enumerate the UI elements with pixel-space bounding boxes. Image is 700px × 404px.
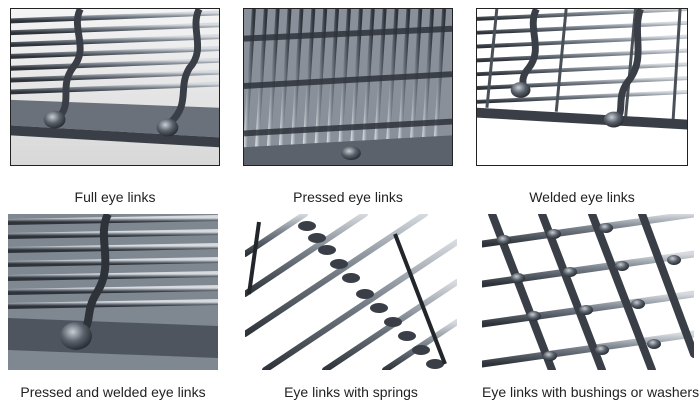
panel-eye-links-springs: Eye links with springs xyxy=(245,214,457,404)
welded-eye-links-mesh-photo xyxy=(476,8,688,166)
pressed-eye-links-mesh-photo xyxy=(243,8,453,166)
panel-eye-links-bushings: Eye links with bushings or washers xyxy=(482,214,700,404)
panel-caption: Eye links with springs xyxy=(284,384,418,400)
pressed-welded-eye-links-mesh-photo xyxy=(8,214,218,370)
panel-pressed-welded-eye-links: Pressed and welded eye links xyxy=(8,214,218,404)
eye-links-springs-mesh-photo xyxy=(245,214,457,370)
panel-full-eye-links: Full eye links xyxy=(10,8,220,208)
panel-caption: Welded eye links xyxy=(529,189,635,205)
panel-pressed-eye-links: Pressed eye links xyxy=(243,8,453,208)
full-eye-links-mesh-photo xyxy=(10,8,220,166)
panel-caption: Eye links with bushings or washers xyxy=(482,384,700,400)
panel-caption: Pressed and welded eye links xyxy=(20,384,206,400)
panel-caption: Pressed eye links xyxy=(293,189,403,205)
panel-welded-eye-links: Welded eye links xyxy=(476,8,688,208)
panel-caption: Full eye links xyxy=(74,189,156,205)
eye-links-bushings-mesh-photo xyxy=(482,214,694,370)
